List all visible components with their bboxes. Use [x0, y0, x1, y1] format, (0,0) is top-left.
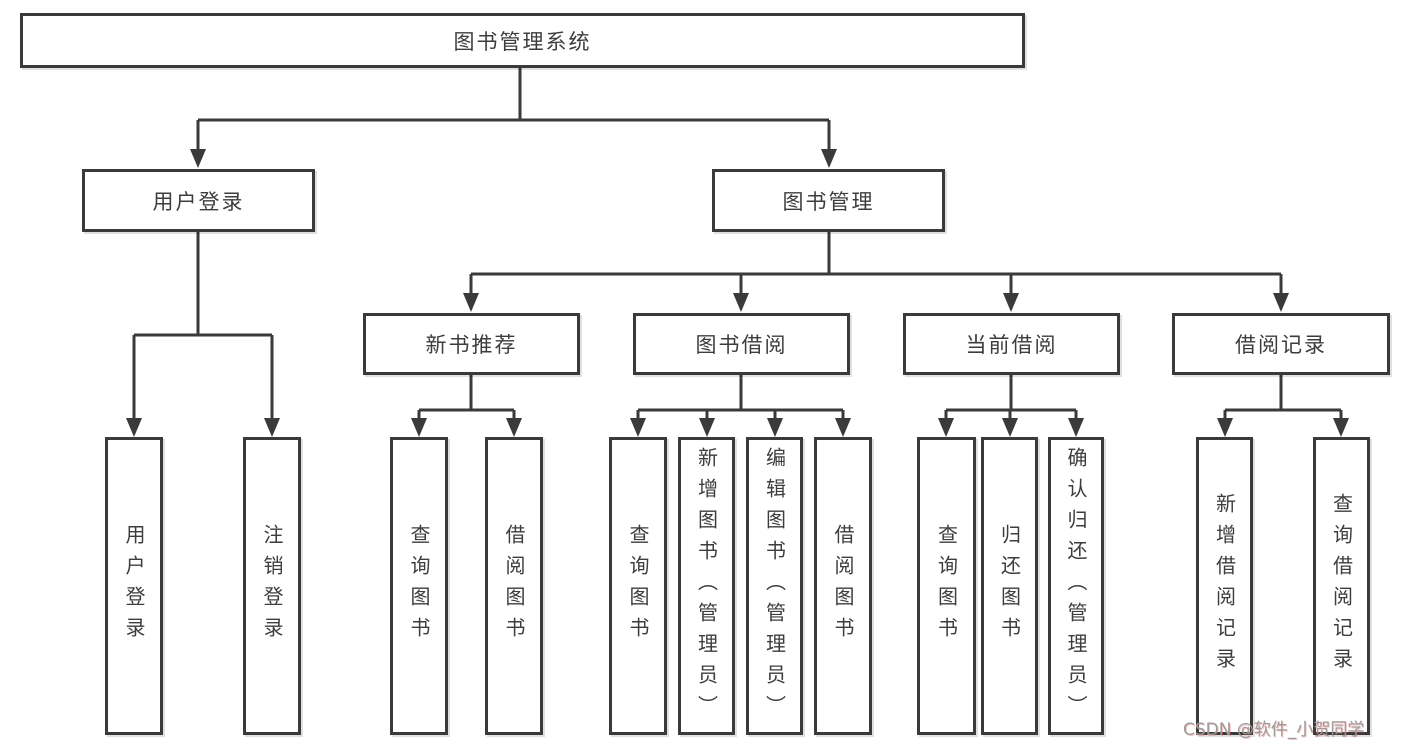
leaf-query-borrow-record-label: 查询借阅记录 [1329, 493, 1354, 679]
leaf-edit-books-admin-label: 编辑图书（管理员） [762, 446, 787, 726]
leaf-current-query-books: 查询图书 [917, 437, 976, 735]
node-borrowing-records-label: 借阅记录 [1235, 333, 1327, 357]
node-new-book-recommendation: 新书推荐 [363, 313, 580, 375]
node-user-login-label: 用户登录 [152, 189, 245, 214]
leaf-return-books: 归还图书 [981, 437, 1038, 735]
leaf-recommend-borrow-books: 借阅图书 [485, 437, 543, 735]
leaf-logout: 注销登录 [243, 437, 301, 735]
leaf-confirm-return-admin-label: 确认归还（管理员） [1064, 446, 1088, 726]
leaf-query-borrow-record: 查询借阅记录 [1313, 437, 1370, 735]
node-borrowing-records: 借阅记录 [1172, 313, 1390, 375]
leaf-add-borrow-record: 新增借阅记录 [1196, 437, 1253, 735]
leaf-borrowing-query-books: 查询图书 [609, 437, 667, 735]
node-book-management: 图书管理 [712, 169, 945, 232]
node-current-borrowing: 当前借阅 [903, 313, 1120, 375]
leaf-add-books-admin-label: 新增图书（管理员） [694, 446, 719, 726]
leaf-recommend-query-books: 查询图书 [390, 437, 448, 735]
leaf-edit-books-admin: 编辑图书（管理员） [746, 437, 803, 735]
node-new-book-recommendation-label: 新书推荐 [425, 333, 518, 357]
node-book-management-label: 图书管理 [782, 189, 875, 214]
leaf-add-books-admin: 新增图书（管理员） [678, 437, 735, 735]
leaf-recommend-borrow-books-label: 借阅图书 [502, 524, 526, 648]
leaf-borrow-books-label: 借阅图书 [831, 524, 855, 648]
leaf-recommend-query-books-label: 查询图书 [407, 524, 431, 648]
arrowheads [126, 149, 1349, 437]
leaf-borrow-books: 借阅图书 [814, 437, 872, 735]
node-book-borrowing-label: 图书借阅 [695, 333, 788, 357]
leaf-return-books-label: 归还图书 [997, 524, 1022, 648]
leaf-current-query-books-label: 查询图书 [934, 524, 959, 648]
leaf-logout-label: 注销登录 [260, 524, 284, 648]
node-current-borrowing-label: 当前借阅 [965, 333, 1058, 357]
node-book-borrowing: 图书借阅 [633, 313, 850, 375]
leaf-user-login-label: 用户登录 [122, 524, 146, 648]
leaf-add-borrow-record-label: 新增借阅记录 [1212, 493, 1237, 679]
node-library-management-system: 图书管理系统 [20, 13, 1025, 68]
csdn-watermark: CSDN @软件_小贺同学 [1183, 720, 1365, 740]
leaf-confirm-return-admin: 确认归还（管理员） [1048, 437, 1104, 735]
node-user-login: 用户登录 [82, 169, 315, 232]
leaf-borrowing-query-books-label: 查询图书 [626, 524, 650, 648]
leaf-user-login: 用户登录 [105, 437, 163, 735]
node-library-management-system-label: 图书管理系统 [453, 29, 592, 54]
